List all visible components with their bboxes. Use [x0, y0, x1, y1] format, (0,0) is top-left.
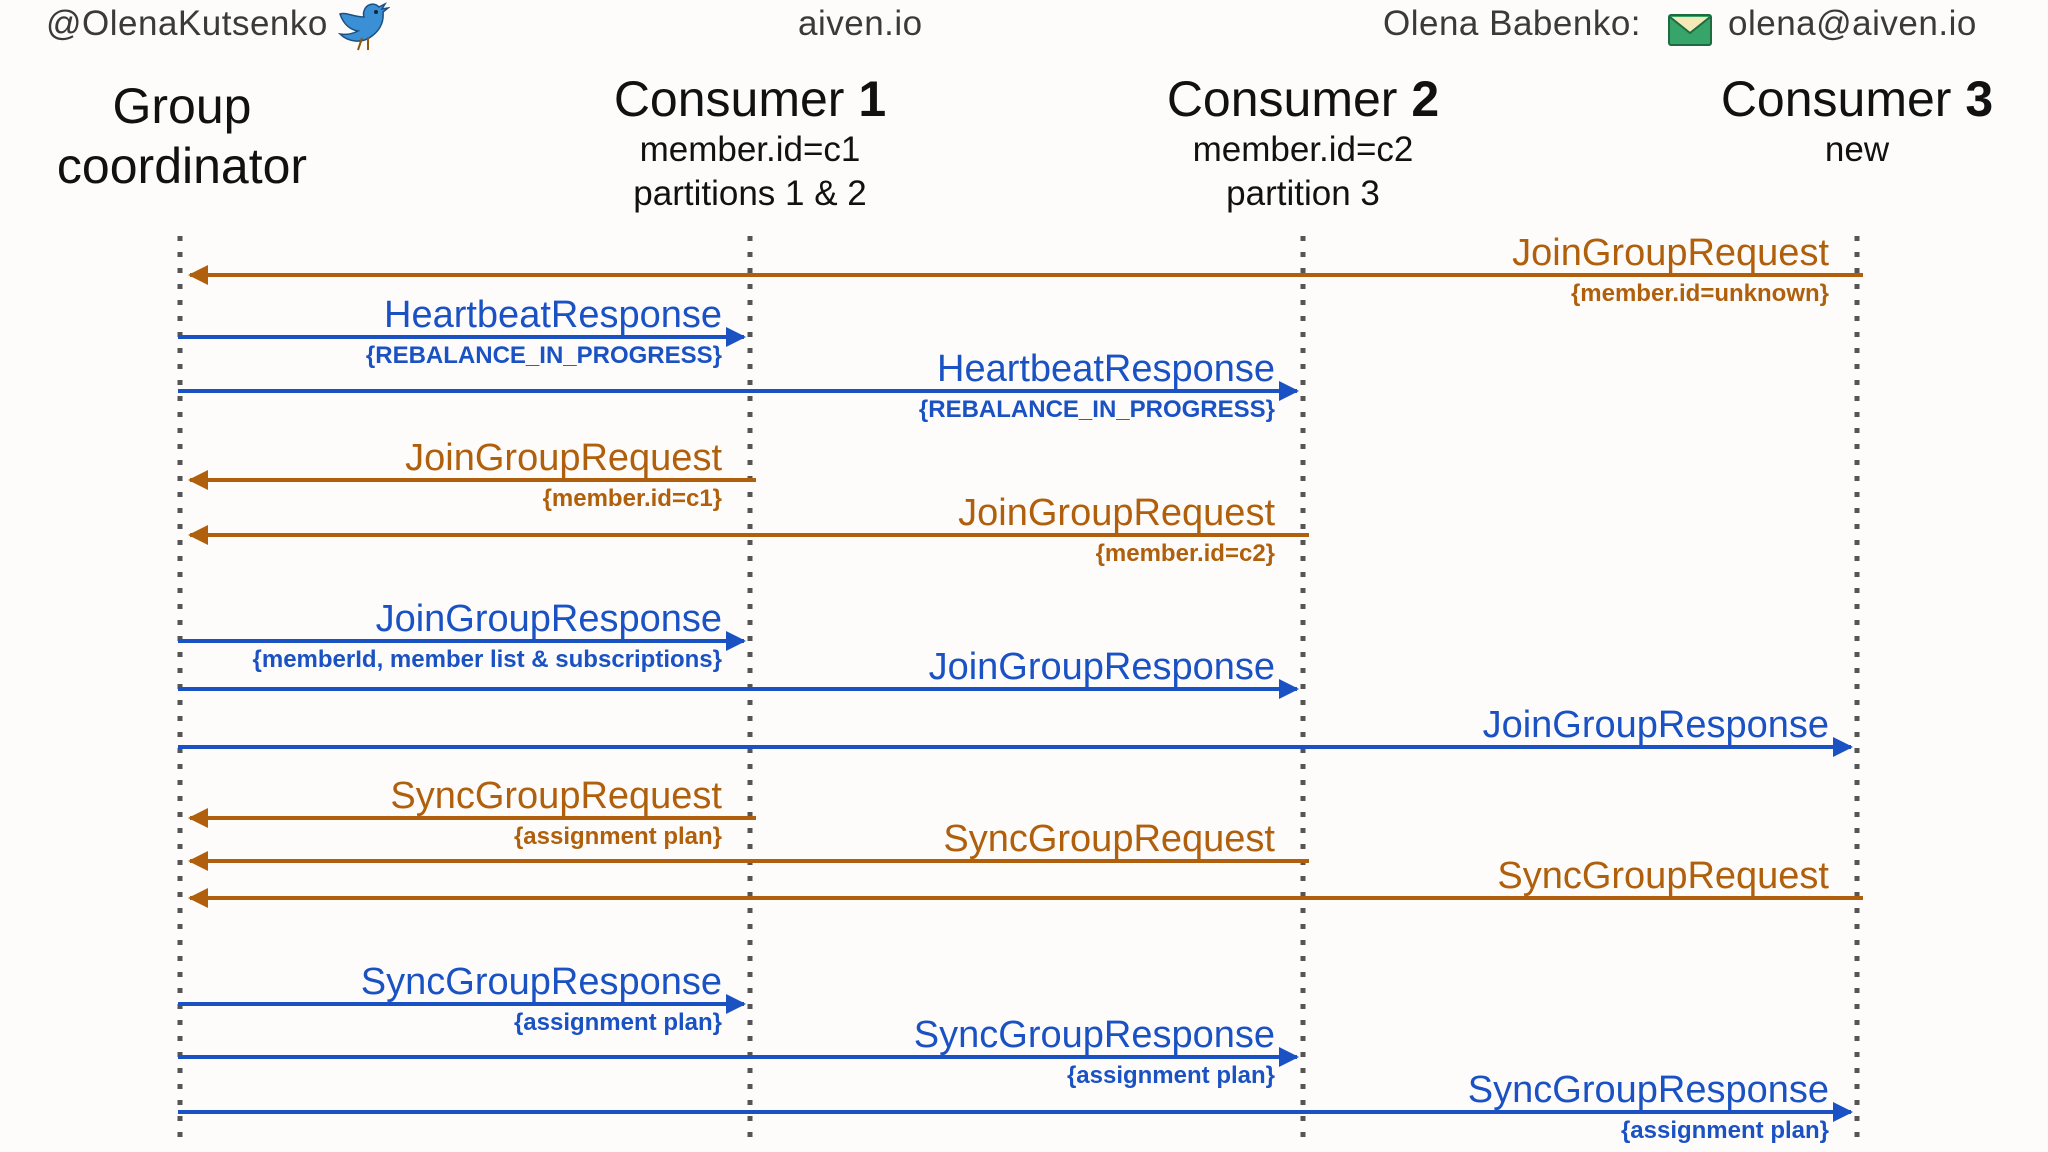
consumer-3-status: new [1824, 130, 1890, 169]
message-detail: {REBALANCE_IN_PROGRESS} [366, 342, 722, 369]
message-label: SyncGroupRequest [390, 775, 722, 817]
message-detail: {assignment plan} [1621, 1117, 1829, 1144]
message-detail: {memberId, member list & subscriptions} [253, 646, 722, 673]
message-detail: {member.id=unknown} [1571, 280, 1829, 307]
twitter-handle: @OlenaKutsenko [46, 4, 328, 43]
consumer-1-member-id: member.id=c1 [639, 130, 861, 169]
message-13: SyncGroupResponse {assignment plan} [178, 1014, 1299, 1089]
message-2: HeartbeatResponse {REBALANCE_IN_PROGRESS} [178, 294, 746, 369]
message-6: JoinGroupResponse {memberId, member list … [178, 598, 746, 673]
message-label: SyncGroupResponse [361, 961, 722, 1003]
message-detail: {assignment plan} [514, 1009, 722, 1036]
author-email[interactable]: olena@aiven.io [1728, 4, 1977, 43]
coordinator-name-line1: Group [112, 78, 252, 134]
consumer-1-header: Consumer 1 member.id=c1 partitions 1 & 2 [600, 70, 900, 216]
message-11: SyncGroupRequest [188, 855, 1863, 908]
message-detail: {REBALANCE_IN_PROGRESS} [919, 396, 1275, 423]
message-8: JoinGroupResponse [178, 704, 1853, 757]
message-detail: {assignment plan} [514, 823, 722, 850]
consumer-1-partitions: partitions 1 & 2 [633, 174, 867, 213]
message-1: JoinGroupRequest {member.id=unknown} [188, 232, 1863, 307]
consumer-3-number: 3 [1965, 71, 1994, 127]
message-label: JoinGroupRequest [405, 437, 722, 479]
consumer-2-name: Consumer [1166, 71, 1398, 127]
messages: JoinGroupRequest {member.id=unknown} Heart… [178, 232, 1863, 1144]
consumer-1-name: Consumer [613, 71, 845, 127]
message-detail: {assignment plan} [1067, 1062, 1275, 1089]
consumer-1-number: 1 [858, 71, 887, 127]
consumer-2-partitions: partition 3 [1226, 174, 1380, 213]
author-name: Olena Babenko: [1383, 4, 1642, 43]
message-7: JoinGroupResponse [178, 646, 1299, 699]
message-detail: {member.id=c2} [1096, 540, 1275, 567]
message-12: SyncGroupResponse {assignment plan} [178, 961, 746, 1036]
message-label: JoinGroupRequest [958, 492, 1275, 534]
message-label: JoinGroupResponse [929, 646, 1275, 688]
message-label: HeartbeatResponse [384, 294, 722, 336]
message-detail: {member.id=c1} [543, 485, 722, 512]
site-link[interactable]: aiven.io [798, 4, 923, 43]
message-label: JoinGroupResponse [1483, 704, 1829, 746]
twitter-bird-icon [337, 2, 390, 51]
message-10: SyncGroupRequest [188, 818, 1309, 871]
consumer-3-header: Consumer 3 new [1707, 70, 2007, 172]
coordinator-name-line2: coordinator [56, 138, 308, 194]
message-label: SyncGroupRequest [943, 818, 1275, 860]
message-4: JoinGroupRequest {member.id=c1} [188, 437, 756, 512]
message-14: SyncGroupResponse {assignment plan} [178, 1069, 1853, 1144]
consumer-2-member-id: member.id=c2 [1192, 130, 1414, 169]
message-label: JoinGroupResponse [376, 598, 722, 640]
message-5: JoinGroupRequest {member.id=c2} [188, 492, 1309, 567]
group-coordinator-header: Group coordinator [32, 76, 332, 196]
message-label: SyncGroupRequest [1497, 855, 1829, 897]
envelope-icon [1668, 14, 1712, 46]
message-label: SyncGroupResponse [1468, 1069, 1829, 1111]
message-9: SyncGroupRequest {assignment plan} [188, 775, 756, 850]
consumer-3-name: Consumer [1720, 71, 1952, 127]
message-3: HeartbeatResponse {REBALANCE_IN_PROGRESS} [178, 348, 1299, 423]
message-label: JoinGroupRequest [1512, 232, 1829, 274]
consumer-2-header: Consumer 2 member.id=c2 partition 3 [1153, 70, 1453, 216]
message-label: SyncGroupResponse [914, 1014, 1275, 1056]
consumer-2-number: 2 [1411, 71, 1440, 127]
message-label: HeartbeatResponse [937, 348, 1275, 390]
